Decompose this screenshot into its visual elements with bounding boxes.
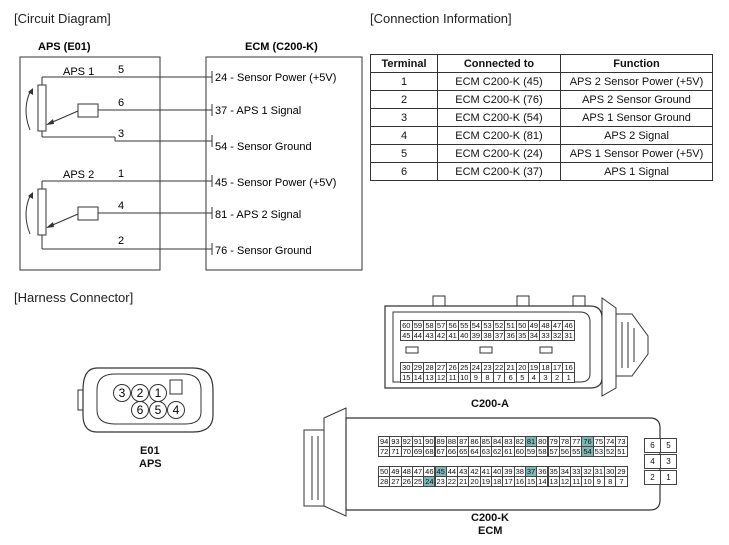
c200k-label: C200-K	[471, 512, 509, 524]
ecm-pin-label: 76 - Sensor Ground	[215, 245, 312, 257]
ecm-pin-label: 45 - Sensor Power (+5V)	[215, 177, 336, 189]
ecm-pin-label: 81 - APS 2 Signal	[215, 209, 301, 221]
aps2-label: APS 2	[63, 169, 94, 181]
circuit-diagram: APS (E01) ECM (C200-K) APS 1 APS 2	[19, 41, 363, 271]
aps1-label: APS 1	[63, 66, 94, 78]
c200a-label: C200-A	[471, 398, 509, 410]
connection-info-title: [Connection Information]	[370, 11, 512, 26]
e01-pin: 5	[155, 403, 162, 417]
connector-pin: 1	[562, 372, 575, 383]
connector-pin: 51	[615, 446, 628, 457]
aps-pin: 1	[118, 168, 124, 180]
table-cell: ECM C200-K (54)	[437, 108, 561, 127]
aps-pin: 5	[118, 64, 124, 76]
e01-pin: 6	[137, 403, 144, 417]
e01-pin: 1	[155, 386, 162, 400]
c200k-connector-shell	[303, 407, 661, 517]
circuit-diagram-title: [Circuit Diagram]	[14, 11, 111, 26]
ecm-pin-label: 37 - APS 1 Signal	[215, 105, 301, 117]
table-cell: APS 2 Signal	[560, 126, 713, 145]
e01-connector: 3 2 1 6 5 4	[77, 367, 214, 433]
connector-pin: 6	[644, 438, 661, 453]
aps-pin: 6	[118, 97, 124, 109]
table-cell: ECM C200-K (45)	[437, 72, 561, 91]
ecm-pin-label: 54 - Sensor Ground	[215, 141, 312, 153]
e01-pin: 2	[137, 386, 144, 400]
connector-pin: 1	[660, 470, 677, 485]
c200k-sub-label: ECM	[478, 525, 503, 537]
ecm-title: ECM (C200-K)	[245, 41, 318, 53]
table-cell: APS 1 Sensor Power (+5V)	[560, 144, 713, 163]
connector-pin: 7	[615, 476, 628, 487]
aps-pin: 3	[118, 128, 124, 140]
connector-pin: 2	[644, 470, 661, 485]
table-cell: 2	[370, 90, 438, 109]
e01-label: E01	[140, 445, 160, 457]
e01-pin: 4	[173, 403, 180, 417]
table-cell: ECM C200-K (37)	[437, 162, 561, 181]
table-header-row: Terminal Connected to Function	[370, 54, 713, 73]
e01-sub-label: APS	[139, 458, 162, 470]
connector-pin: 5	[660, 438, 677, 453]
table-header: Connected to	[437, 54, 561, 73]
table-header: Function	[560, 54, 713, 73]
table-cell: 3	[370, 108, 438, 127]
table-cell: ECM C200-K (24)	[437, 144, 561, 163]
ecm-box	[205, 56, 363, 271]
table-cell: APS 1 Sensor Ground	[560, 108, 713, 127]
connector-pin: 4	[644, 454, 661, 469]
table-header: Terminal	[370, 54, 438, 73]
aps-title: APS (E01)	[38, 41, 91, 53]
aps1-sensor	[25, 76, 116, 141]
table-cell: ECM C200-K (76)	[437, 90, 561, 109]
table-cell: APS 1 Signal	[560, 162, 713, 181]
harness-connector-title: [Harness Connector]	[14, 290, 134, 305]
connector-pin: 31	[562, 330, 575, 341]
aps-box	[19, 56, 161, 271]
e01-pin: 3	[119, 386, 126, 400]
table-cell: 5	[370, 144, 438, 163]
ecm-pin-label: 24 - Sensor Power (+5V)	[215, 72, 336, 84]
table-cell: 6	[370, 162, 438, 181]
aps-pin: 4	[118, 200, 124, 212]
c200a-connector-shell	[384, 295, 649, 397]
table-cell: APS 2 Sensor Power (+5V)	[560, 72, 713, 91]
aps2-sensor	[25, 180, 115, 250]
table-cell: ECM C200-K (81)	[437, 126, 561, 145]
table-cell: 1	[370, 72, 438, 91]
table-cell: 4	[370, 126, 438, 145]
aps-pin: 2	[118, 235, 124, 247]
table-cell: APS 2 Sensor Ground	[560, 90, 713, 109]
wires	[97, 76, 212, 250]
connector-pin: 3	[660, 454, 677, 469]
